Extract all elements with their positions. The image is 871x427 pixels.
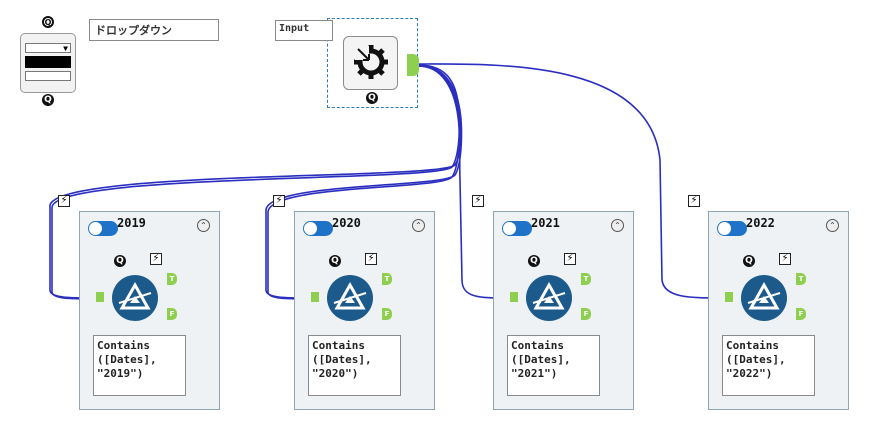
question-anchor-icon[interactable]: Q [114, 255, 126, 267]
dropdown-tool-label[interactable]: ドロップダウン [89, 19, 219, 41]
container-title: 2021 [531, 216, 560, 230]
input-anchor[interactable] [510, 292, 518, 302]
wire-to-2021 [417, 64, 509, 299]
question-anchor-icon[interactable]: Q [743, 255, 755, 267]
container-header: 2020 ⌃ [295, 212, 434, 238]
tool-container-2021[interactable]: 2021 ⌃ Q ⚡ T F Contains ([Dates], "2021"… [493, 211, 634, 410]
filter-expression: Contains ([Dates], "2020") [308, 335, 401, 396]
filter-icon [747, 281, 781, 310]
input-anchor[interactable] [311, 292, 319, 302]
container-header: 2019 ⌃ [80, 212, 219, 238]
filter-icon [333, 281, 367, 310]
question-anchor-icon[interactable]: Q [366, 92, 378, 104]
tool-container-2020[interactable]: 2020 ⌃ Q ⚡ T F Contains ([Dates], "2020"… [294, 211, 435, 410]
lightning-icon[interactable]: ⚡ [688, 195, 700, 207]
question-anchor-icon-bottom[interactable]: Q [42, 94, 54, 106]
lightning-icon[interactable]: ⚡ [150, 253, 162, 265]
container-header: 2022 ⌃ [709, 212, 848, 238]
lightning-icon[interactable]: ⚡ [779, 253, 791, 265]
filter-tool[interactable] [741, 275, 787, 321]
gear-arrow-icon [354, 45, 388, 79]
enable-toggle[interactable] [303, 221, 333, 236]
lightning-icon[interactable]: ⚡ [365, 253, 377, 265]
true-output-anchor[interactable]: T [382, 273, 392, 285]
question-connection-icon-top[interactable]: Q [42, 16, 54, 28]
output-anchor[interactable] [407, 54, 419, 76]
lightning-icon[interactable]: ⚡ [58, 195, 70, 207]
container-title: 2020 [332, 216, 361, 230]
filter-icon [532, 281, 566, 310]
container-title: 2022 [746, 216, 775, 230]
dropdown-preview: ▼ [25, 43, 71, 53]
collapse-button[interactable]: ⌃ [412, 219, 425, 232]
enable-toggle[interactable] [502, 221, 532, 236]
dropdown-highlight-bar [25, 56, 71, 68]
input-anchor[interactable] [96, 292, 104, 302]
input-tool-label[interactable]: Input [275, 20, 333, 41]
filter-expression: Contains ([Dates], "2021") [507, 335, 600, 396]
input-anchor[interactable] [725, 292, 733, 302]
question-anchor-icon[interactable]: Q [528, 255, 540, 267]
lightning-icon[interactable]: ⚡ [273, 195, 285, 207]
true-output-anchor[interactable]: T [581, 273, 591, 285]
action-tool[interactable] [343, 36, 398, 90]
filter-tool[interactable] [112, 275, 158, 321]
filter-icon [118, 281, 152, 310]
false-output-anchor[interactable]: F [167, 308, 177, 320]
filter-tool[interactable] [327, 275, 373, 321]
container-title: 2019 [117, 216, 146, 230]
lightning-icon[interactable]: ⚡ [472, 195, 484, 207]
tool-container-2019[interactable]: 2019 ⌃ Q ⚡ T F Contains ([Dates], "2019"… [79, 211, 220, 410]
dropdown-option-box [25, 71, 71, 81]
wire-to-2022 [417, 63, 724, 299]
collapse-button[interactable]: ⌃ [197, 219, 210, 232]
collapse-button[interactable]: ⌃ [611, 219, 624, 232]
true-output-anchor[interactable]: T [167, 273, 177, 285]
filter-expression: Contains ([Dates], "2022") [722, 335, 815, 396]
container-header: 2021 ⌃ [494, 212, 633, 238]
wire-to-2020-b [267, 65, 461, 300]
filter-tool[interactable] [526, 275, 572, 321]
false-output-anchor[interactable]: F [382, 308, 392, 320]
tool-container-2022[interactable]: 2022 ⌃ Q ⚡ T F Contains ([Dates], "2022"… [708, 211, 849, 410]
dropdown-tool[interactable]: ▼ [20, 33, 76, 93]
enable-toggle[interactable] [88, 221, 118, 236]
true-output-anchor[interactable]: T [796, 273, 806, 285]
false-output-anchor[interactable]: F [796, 308, 806, 320]
filter-expression: Contains ([Dates], "2019") [93, 335, 186, 396]
dropdown-arrow-icon: ▼ [63, 44, 68, 53]
lightning-icon[interactable]: ⚡ [564, 253, 576, 265]
collapse-button[interactable]: ⌃ [826, 219, 839, 232]
enable-toggle[interactable] [717, 221, 747, 236]
question-anchor-icon[interactable]: Q [329, 255, 341, 267]
false-output-anchor[interactable]: F [581, 308, 591, 320]
